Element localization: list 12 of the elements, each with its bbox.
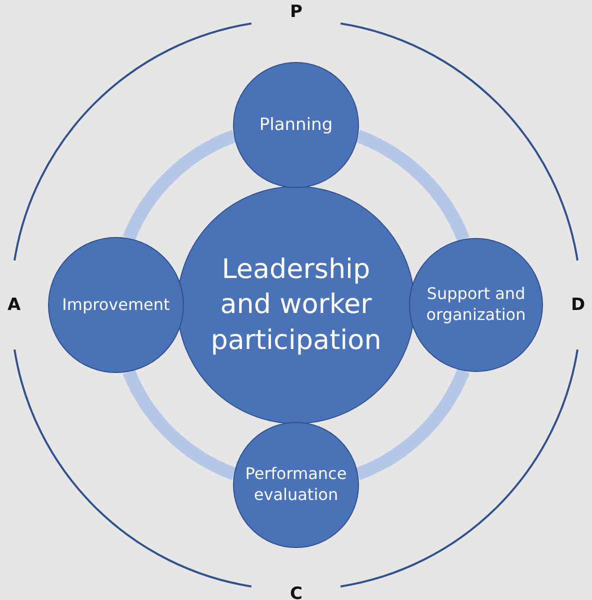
node-text: Leadership and worker participation xyxy=(210,253,382,358)
ring-connector xyxy=(122,369,237,480)
phase-letter: C xyxy=(290,584,302,600)
ring-connector xyxy=(122,130,237,241)
ring-connector xyxy=(355,368,470,480)
node-text: Planning xyxy=(259,114,333,136)
phase-letter: D xyxy=(571,295,586,315)
node-text: Improvement xyxy=(62,294,170,316)
node-text: Performance evaluation xyxy=(244,464,348,506)
node-text: Support and organization xyxy=(425,284,527,326)
phase-letter: P xyxy=(290,2,302,22)
phase-letter: A xyxy=(8,295,21,315)
